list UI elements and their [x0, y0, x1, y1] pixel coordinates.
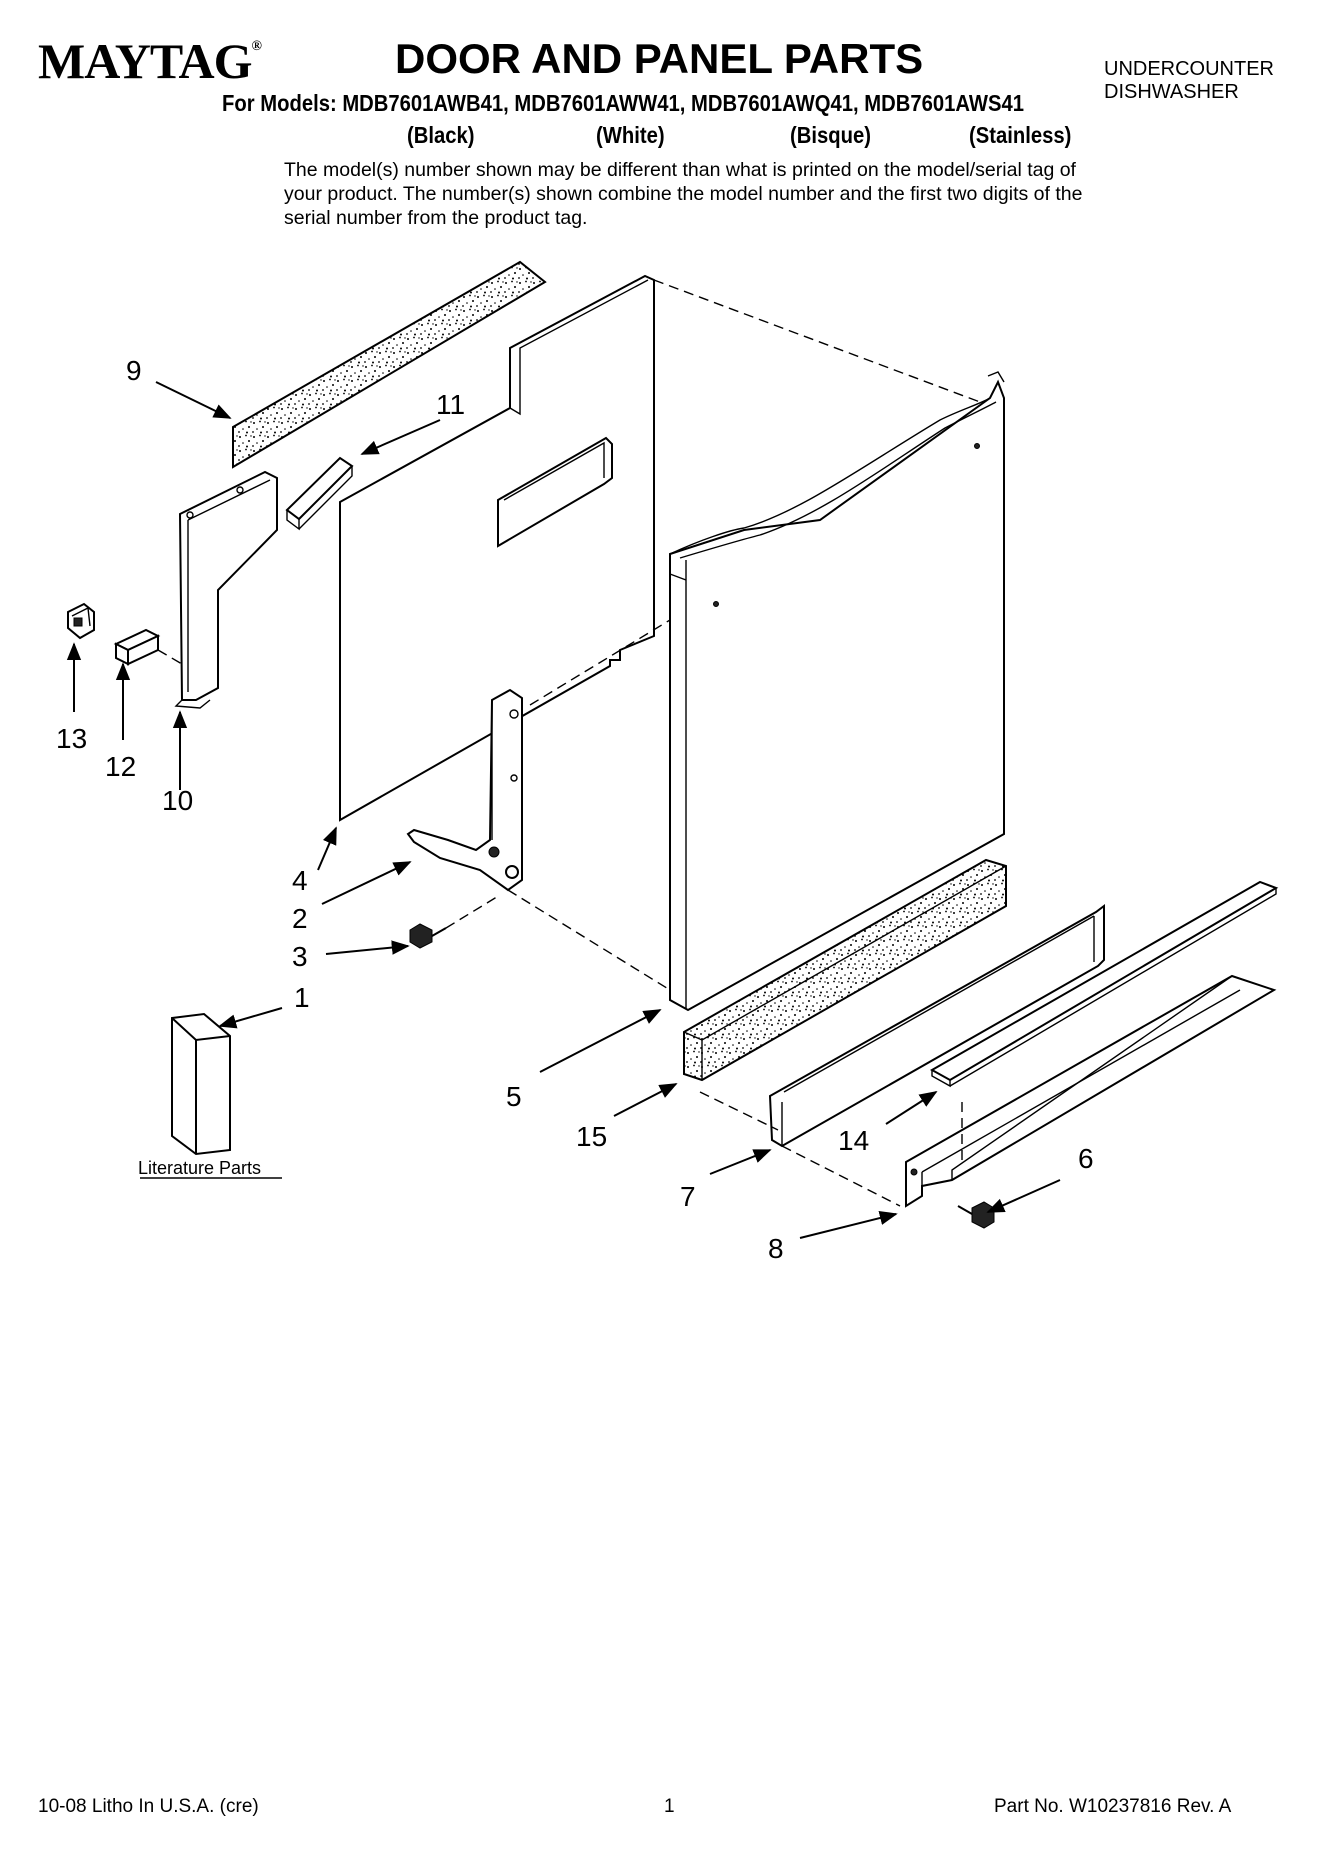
appliance-type-line-2: DISHWASHER — [1104, 81, 1239, 103]
registered-mark: ® — [251, 39, 262, 54]
callout-12: 12 — [105, 751, 136, 782]
callout-numbers: 1 2 3 4 5 6 7 8 9 10 11 12 13 14 15 Lite… — [56, 355, 1094, 1264]
part-2-hinge-bracket — [406, 688, 523, 892]
page-number: 1 — [664, 1796, 675, 1817]
callout-15: 15 — [576, 1121, 607, 1152]
callout-6: 6 — [1078, 1143, 1094, 1174]
part-15-bottom-foam-strip — [683, 858, 1007, 1082]
model-list: For Models: MDB7601AWB41, MDB7601AWW41, … — [222, 90, 1024, 116]
callout-4: 4 — [292, 865, 308, 896]
color-white: (White) — [596, 122, 665, 148]
callout-14: 14 — [838, 1125, 869, 1156]
part-1-literature — [140, 1012, 282, 1179]
appliance-type-line-1: UNDERCOUNTER — [1104, 58, 1274, 80]
part-10-side-bracket — [174, 470, 278, 709]
callout-10: 10 — [162, 785, 193, 816]
page-title: DOOR AND PANEL PARTS — [395, 35, 924, 82]
part-5-outer-door-panel — [669, 371, 1005, 1012]
callout-3: 3 — [292, 941, 308, 972]
brand-name: MAYTAG — [38, 33, 252, 89]
part-3-screw — [409, 894, 501, 949]
callout-8: 8 — [768, 1233, 784, 1264]
callout-arrows — [66, 381, 1061, 1239]
callout-1: 1 — [294, 982, 310, 1013]
callout-7: 7 — [680, 1181, 696, 1212]
literature-parts-label: Literature Parts — [138, 1158, 261, 1178]
part-7-kick-panel — [768, 904, 1105, 1148]
appliance-type: UNDERCOUNTER DISHWASHER — [1104, 58, 1274, 104]
callout-11: 11 — [436, 389, 465, 420]
color-bisque: (Bisque) — [790, 122, 871, 148]
part-8-toe-panel — [905, 974, 1277, 1208]
callout-9: 9 — [126, 355, 142, 386]
part-13-latch-clip — [67, 602, 95, 640]
color-stainless: (Stainless) — [969, 122, 1072, 148]
part-number: Part No. W10237816 Rev. A — [994, 1796, 1232, 1817]
color-black: (Black) — [407, 122, 475, 148]
brand-logo: MAYTAG® — [38, 33, 262, 89]
part-14-trim-strip — [929, 880, 1279, 1088]
model-number-note: The model(s) number shown may be differe… — [284, 159, 1083, 229]
part-12-small-block — [113, 628, 183, 666]
print-info: 10-08 Litho In U.S.A. (cre) — [38, 1796, 259, 1817]
callout-2: 2 — [292, 903, 308, 934]
part-6-screw — [957, 1201, 995, 1229]
part-9-insulation-strip — [232, 260, 547, 469]
callout-13: 13 — [56, 723, 87, 754]
part-11-foam-block — [285, 456, 354, 531]
part-4-inner-door-panel — [339, 274, 655, 822]
callout-5: 5 — [506, 1081, 522, 1112]
